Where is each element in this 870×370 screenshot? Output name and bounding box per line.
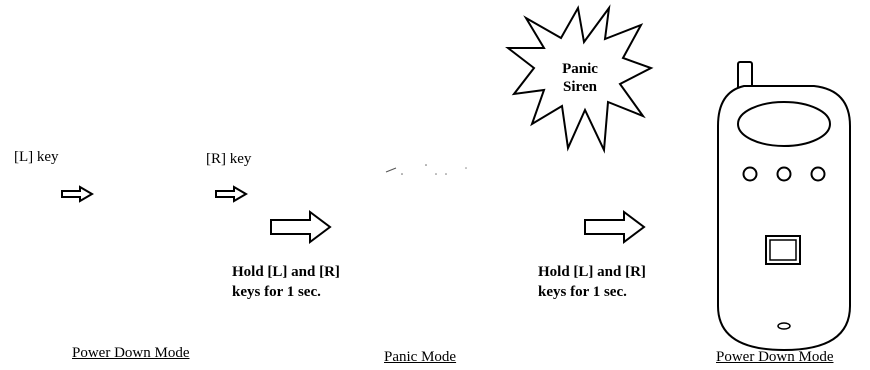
hold-instruction-line1: Hold [L] and [R] <box>232 264 340 280</box>
right-key-label: [R] key <box>206 151 252 167</box>
scan-specks <box>385 164 467 175</box>
hold-instruction-line1: Hold [L] and [R] <box>538 264 646 280</box>
cell-phone-icon <box>717 61 851 352</box>
caption-power-down-mode: Power Down Mode <box>72 345 190 361</box>
small-right-arrow-icon <box>215 185 248 203</box>
siren-label: Panic Siren <box>550 60 610 96</box>
starburst-icon <box>505 4 654 154</box>
caption-panic-mode: Panic Mode <box>384 349 457 365</box>
hold-instruction-2: Hold [L] and [R] keys for 1 sec. <box>538 262 646 302</box>
small-right-arrow-icon <box>61 185 94 203</box>
siren-label-line2: Siren <box>563 79 597 95</box>
hold-instruction-line2: keys for 1 sec. <box>232 284 321 300</box>
left-key-label: [L] key <box>14 149 59 165</box>
siren-label-line1: Panic <box>562 61 598 77</box>
hold-instruction-line2: keys for 1 sec. <box>538 284 627 300</box>
large-right-arrow-icon <box>584 210 646 244</box>
caption-power-down-mode: Power Down Mode <box>716 349 834 365</box>
hold-instruction-1: Hold [L] and [R] keys for 1 sec. <box>232 262 340 302</box>
large-right-arrow-icon <box>270 210 332 244</box>
